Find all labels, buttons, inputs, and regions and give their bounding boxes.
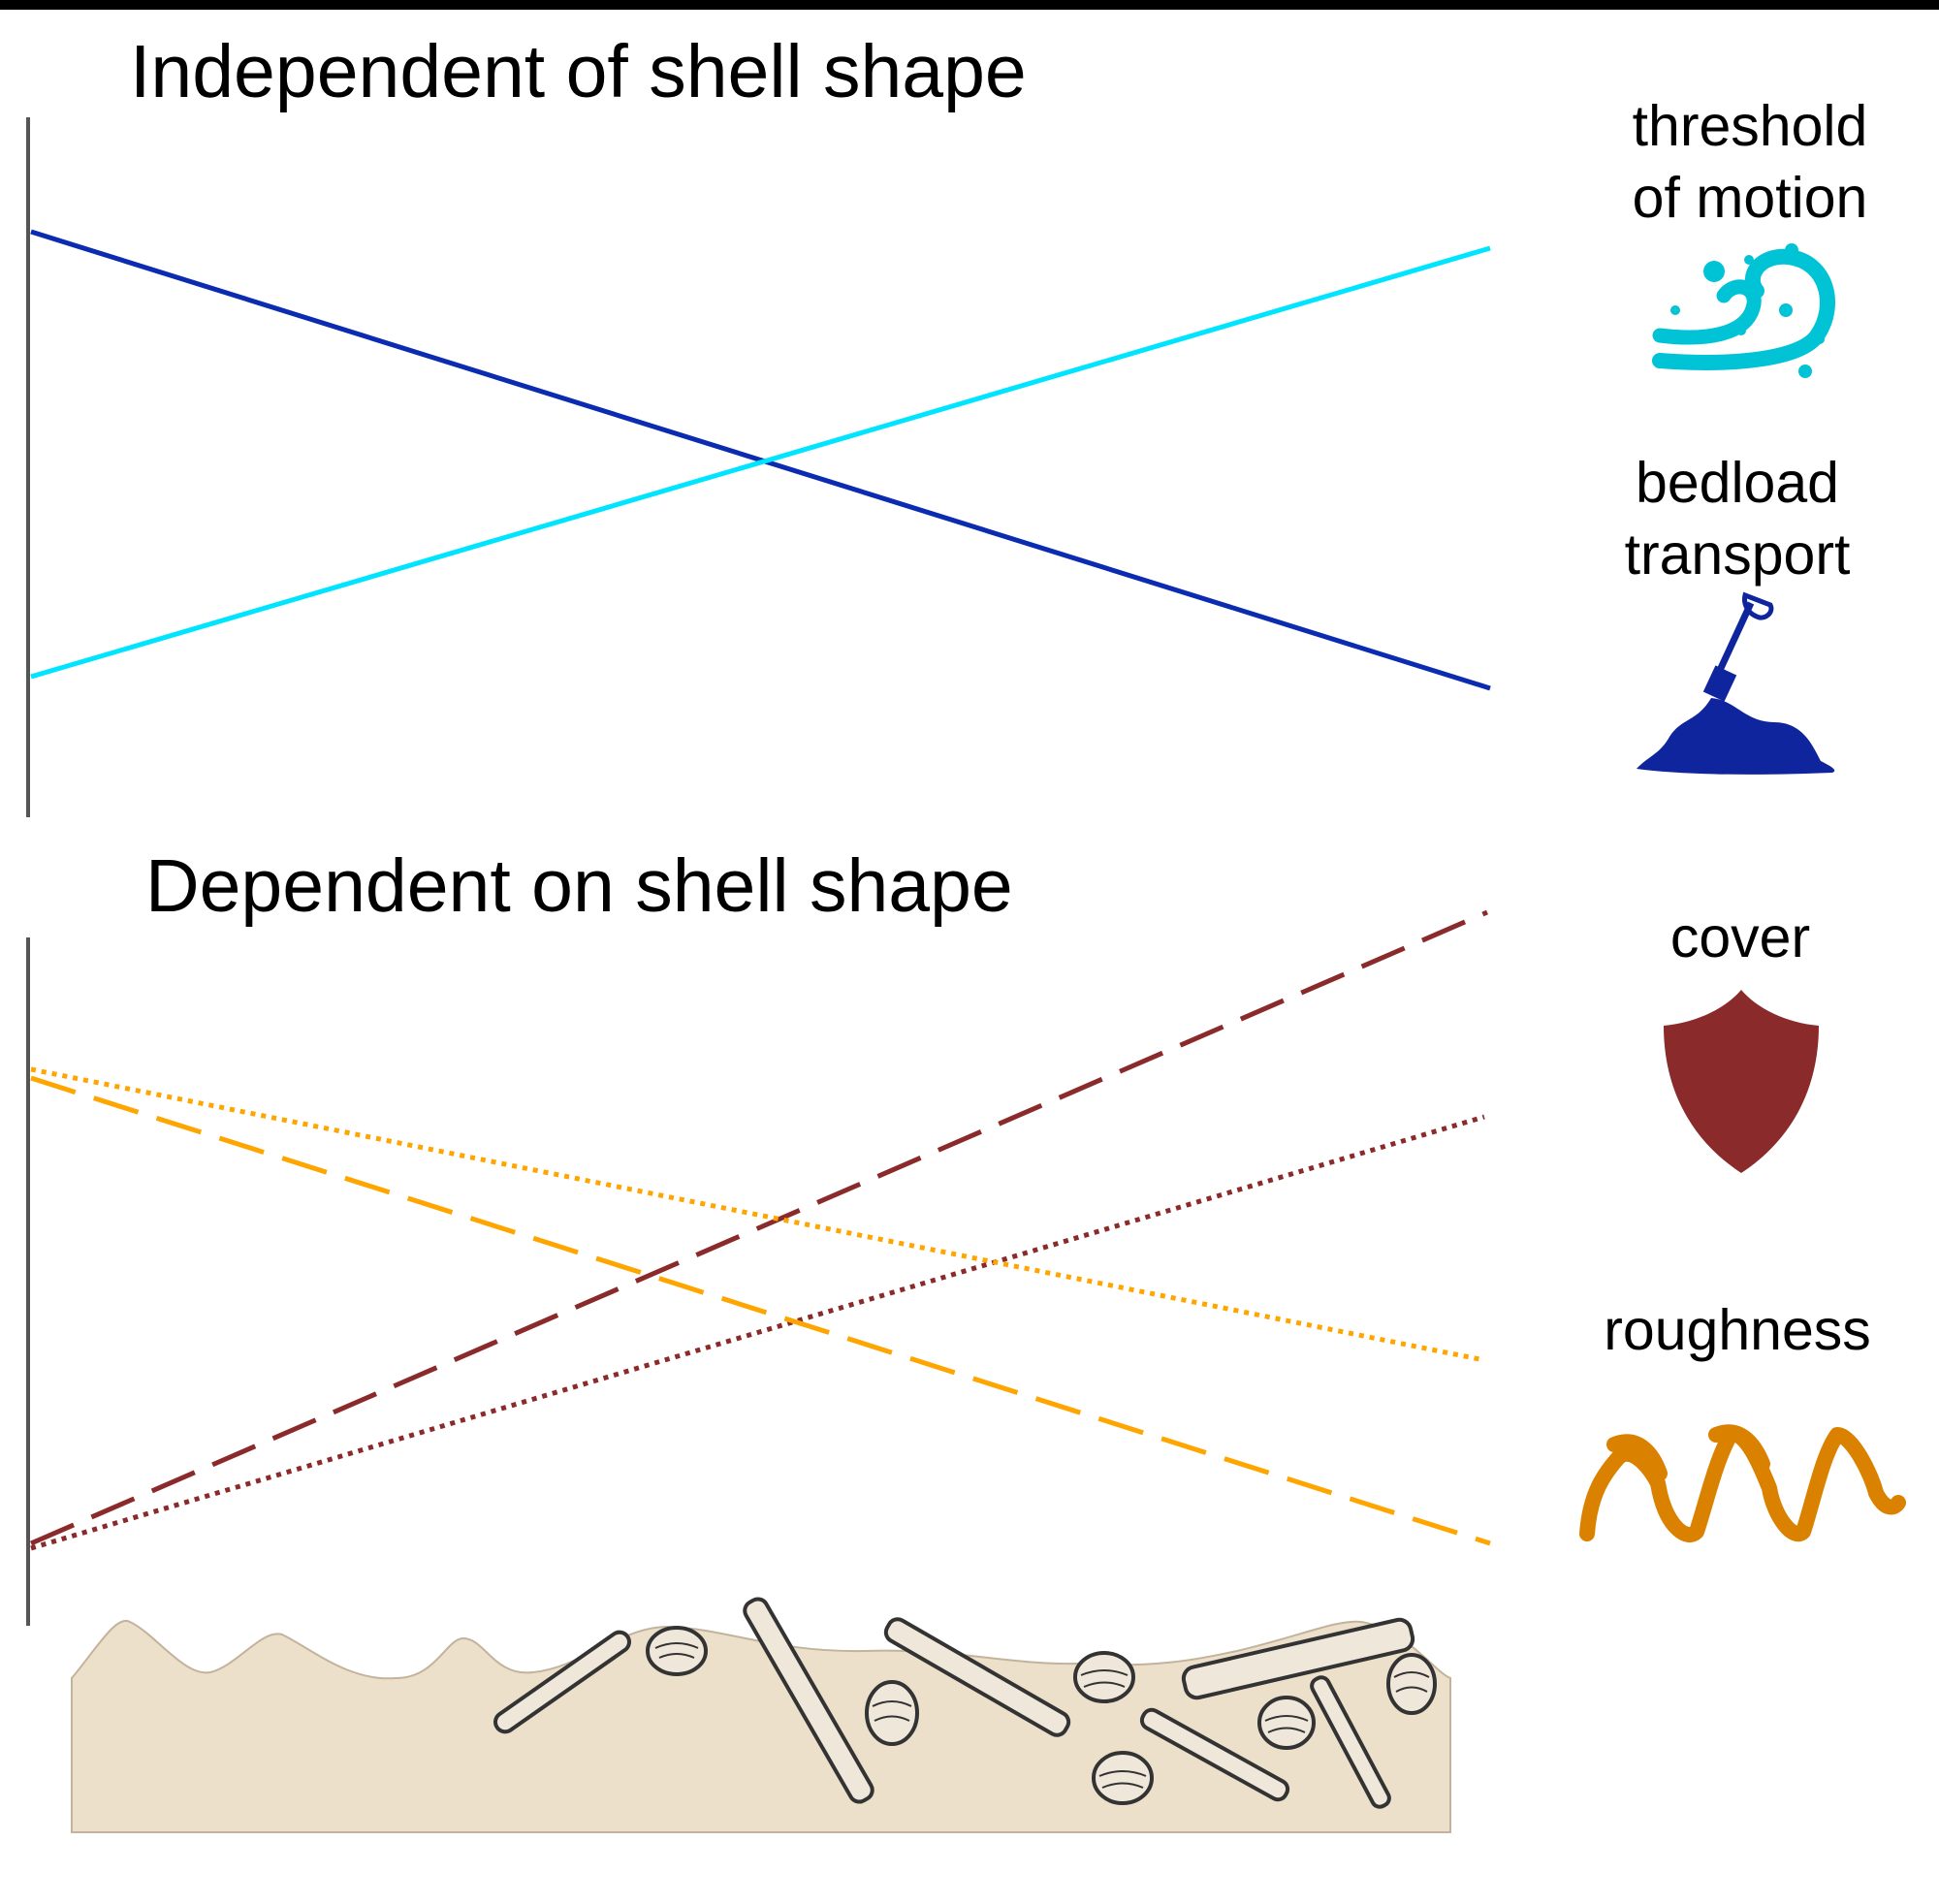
label-line: roughness [1604,1298,1871,1362]
clam-shell [1073,1651,1135,1703]
label-roughness: roughness [1573,1294,1902,1366]
razor-shell [1310,1675,1391,1809]
razor-shell [1181,1617,1415,1700]
label-line: of motion [1632,166,1868,230]
line-roughness-dashed [30,1075,1491,1546]
top-border [0,0,1939,10]
label-line: transport [1624,523,1851,587]
razor-shell [1139,1707,1290,1802]
label-line: threshold [1632,94,1868,158]
clam-shell [646,1626,708,1676]
clam-shell [1257,1696,1316,1750]
shells [493,1597,1437,1809]
panel-title-dependent: Dependent on shell shape [145,844,1013,928]
razor-shell [743,1597,874,1804]
sand-bed [71,1619,1451,1833]
clam-shell [1092,1751,1154,1805]
razor-shell [883,1617,1071,1737]
label-line: cover [1669,905,1811,969]
line-cover-dashed [30,909,1488,1546]
zigzag-roughness-icon [1579,1424,1906,1542]
shield-icon [1664,990,1819,1173]
clam-shell [865,1680,919,1746]
panel-title-independent: Independent of shell shape [130,30,1027,113]
shovel-sand-icon [1637,591,1835,775]
label-bedload-transport: bedload transport [1573,447,1902,590]
water-splash-icon [1652,243,1835,378]
label-cover: cover [1575,902,1905,973]
label-line: bedload [1636,451,1839,515]
razor-shell [493,1630,631,1734]
clam-shell [1386,1653,1437,1715]
line-roughness-dotted [30,1066,1485,1363]
label-threshold-of-motion: threshold of motion [1585,90,1915,234]
line-threshold-of-motion [30,245,1491,680]
line-cover-dotted [30,1114,1485,1551]
